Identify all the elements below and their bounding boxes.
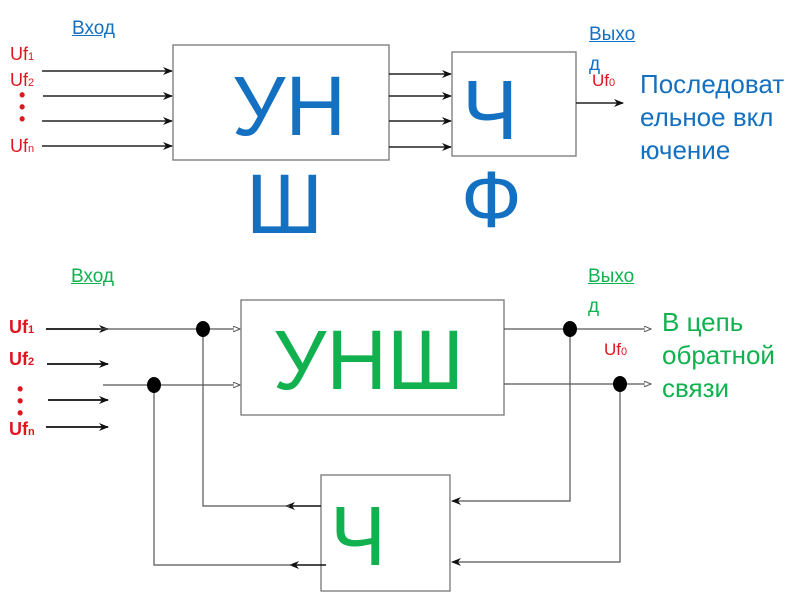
bottom-input-arrows	[46, 325, 109, 431]
signal-subscript: 0	[609, 77, 616, 89]
top-ellipsis-dots: •••	[19, 85, 26, 129]
top-chf-label-line1: Ч	[462, 63, 518, 157]
top-description: Последовательное включение	[640, 69, 785, 165]
signal-subscript: 1	[28, 324, 35, 336]
junction-dot	[613, 376, 627, 392]
top-unsh-label-line2: Ш	[246, 157, 323, 251]
junction-dot	[196, 321, 210, 337]
feedback-wire-left-1	[202, 329, 290, 507]
top-input-lines	[42, 67, 173, 150]
bottom-signal-uf1: Uf1	[9, 318, 34, 336]
top-signal-uf1: Uf1	[10, 45, 34, 63]
feedback-wire-left-2	[153, 385, 292, 566]
bottom-signal-uf2: Uf2	[9, 350, 34, 368]
top-input-label: Вход	[72, 18, 115, 39]
feedback-ch-block	[320, 474, 451, 592]
signal-name: Uf	[592, 71, 609, 90]
top-output-signal: Uf0	[592, 72, 615, 89]
bottom-output-label: Выход	[588, 266, 635, 317]
top-intermediate-lines	[389, 70, 452, 151]
top-chf-label-line2: Ф	[461, 155, 522, 244]
feedback-wire-right-2	[451, 384, 621, 566]
bottom-description: В цепь обратной связи	[662, 307, 775, 403]
bottom-signal-ufn: Ufn	[9, 420, 35, 438]
signal-subscript: 2	[28, 356, 35, 368]
feedback-ch-label: Ч	[330, 489, 386, 583]
top-unsh-block	[172, 44, 390, 161]
feedback-wire-right-1	[451, 329, 571, 505]
bottom-input-label: Вход	[71, 266, 114, 287]
bottom-unsh-block	[240, 299, 505, 416]
junction-dot	[147, 377, 161, 393]
junction-dot	[563, 321, 577, 337]
bottom-output-signal: Uf0	[604, 341, 627, 358]
signal-subscript: n	[28, 143, 35, 155]
signal-name: Uf	[10, 70, 28, 90]
signal-subscript: 1	[28, 51, 35, 63]
signal-name: Uf	[9, 349, 28, 369]
top-chf-block	[451, 51, 577, 157]
signal-name: Uf	[10, 136, 28, 156]
signal-subscript: n	[28, 426, 35, 438]
signal-subscript: 0	[621, 346, 628, 358]
signal-name: Uf	[604, 340, 621, 359]
signal-name: Uf	[9, 317, 28, 337]
bottom-ellipsis-dots: •••	[17, 379, 24, 423]
signal-name: Uf	[9, 419, 28, 439]
top-output-label: Выход	[589, 24, 636, 75]
bottom-unsh-label: УНШ	[273, 313, 465, 407]
top-signal-uf2: Uf2	[10, 71, 34, 89]
top-unsh-label-line1: УН	[232, 59, 347, 153]
signal-name: Uf	[10, 44, 28, 64]
top-signal-ufn: Ufn	[10, 137, 34, 155]
signal-subscript: 2	[28, 77, 35, 89]
